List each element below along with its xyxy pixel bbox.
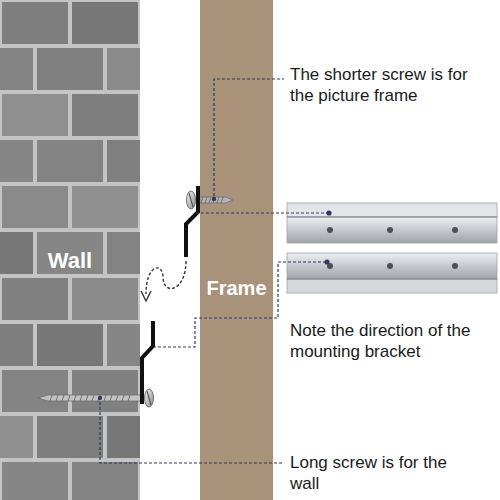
- frame-band: Frame: [200, 0, 273, 500]
- brick: [72, 186, 138, 228]
- screw-thread: [201, 197, 223, 203]
- short-screw: [187, 191, 234, 209]
- bracket-photo-upper: [287, 203, 497, 243]
- screw-head: [187, 191, 196, 209]
- brick: [2, 278, 68, 320]
- screw-hole: [387, 227, 393, 233]
- bracket-photo-lower: [287, 253, 497, 293]
- brick: [0, 232, 33, 274]
- screw-shaft: [200, 197, 233, 203]
- leader-dot: [326, 210, 331, 215]
- screw-hole: [452, 263, 458, 269]
- screw-slot: [147, 391, 151, 405]
- brick: [107, 140, 140, 182]
- brick: [0, 48, 33, 90]
- brick: [0, 140, 33, 182]
- bracket-face: [287, 217, 497, 243]
- brick: [2, 370, 68, 412]
- screw-thread: [50, 395, 130, 401]
- brick: [72, 94, 138, 136]
- leader-dot: [212, 197, 216, 201]
- brick: [107, 324, 140, 366]
- screw-hole: [387, 263, 393, 269]
- bracket-face: [287, 253, 497, 279]
- brick: [2, 186, 68, 228]
- bracket-fold: [287, 216, 497, 217]
- brick: [37, 416, 103, 458]
- brick: [107, 232, 140, 274]
- brick: [2, 2, 68, 44]
- brick: [37, 140, 103, 182]
- brick: [107, 48, 140, 90]
- wall-region: Wall: [0, 0, 140, 500]
- region-name: Wall: [48, 249, 92, 273]
- brick: [72, 370, 138, 412]
- screw-slot: [189, 193, 193, 207]
- brick: [2, 94, 68, 136]
- brick: [37, 324, 103, 366]
- callout-note: The shorter screw is for the picture fra…: [290, 64, 480, 106]
- region-name: Frame: [206, 277, 266, 299]
- leader-dot: [324, 259, 329, 264]
- bracket-fold: [287, 278, 497, 279]
- brick: [2, 462, 68, 500]
- brick: [107, 416, 140, 458]
- screw-head: [145, 389, 154, 407]
- leader-line: [100, 402, 284, 463]
- brick: [37, 48, 103, 90]
- bracket-flange: [287, 203, 497, 217]
- motion-arrow: [146, 261, 186, 294]
- leader-line: [214, 79, 284, 196]
- brick: [0, 324, 33, 366]
- screw-shaft: [38, 395, 142, 401]
- brick: [72, 2, 138, 44]
- frame-z-bracket: [186, 186, 198, 257]
- brick: [0, 416, 33, 458]
- leader-dots: [98, 197, 332, 400]
- screw-hole: [452, 227, 458, 233]
- leader-dot: [98, 396, 102, 400]
- brick: [72, 278, 138, 320]
- bracket-flange: [287, 279, 497, 293]
- callout-note: Long screw is for the wall: [290, 452, 480, 494]
- brick: [72, 462, 138, 500]
- long-screw: [38, 395, 142, 401]
- brick: [37, 232, 103, 274]
- frame-board: [200, 0, 273, 500]
- brick-pattern: [0, 2, 140, 500]
- arrow-head: [141, 291, 151, 301]
- leader-lines: [100, 79, 328, 463]
- leader-line: [196, 212, 328, 213]
- screw-hole: [327, 227, 333, 233]
- callout-note: Note the direction of the mounting brack…: [290, 320, 497, 362]
